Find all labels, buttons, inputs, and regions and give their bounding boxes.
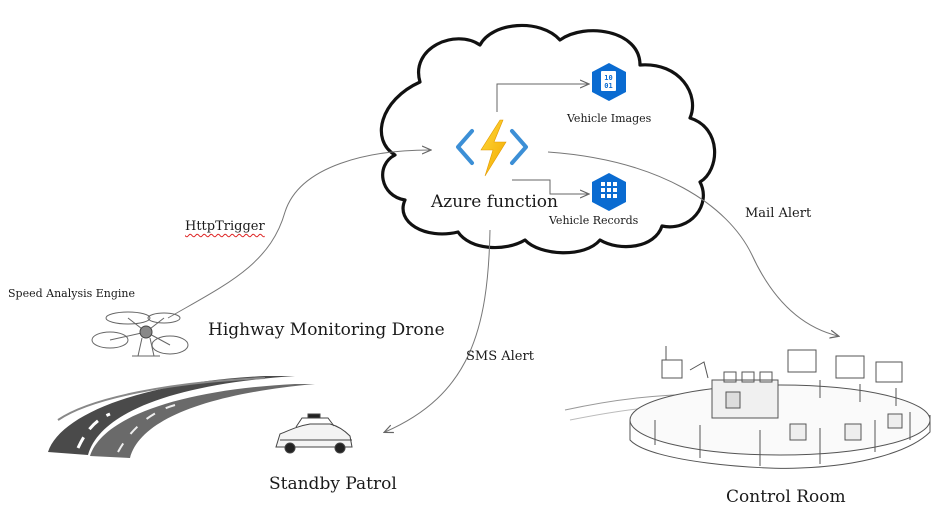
mail-alert-flow: [547, 151, 838, 336]
highway-monitoring-drone-label: Highway Monitoring Drone: [208, 320, 445, 340]
azure-function-label: Azure function: [431, 192, 558, 212]
vehicle-records-label: Vehicle Records: [549, 214, 639, 227]
http-trigger-flow: [167, 150, 430, 319]
highway-road-icon: [48, 376, 315, 458]
vehicle-images-label: Vehicle Images: [567, 112, 652, 125]
azure-function-icon: [456, 119, 528, 177]
connector-function-records: [512, 179, 588, 194]
cloud-shape: [379, 23, 717, 255]
control-room-icon: [564, 346, 931, 469]
connector-function-images: [496, 84, 588, 112]
patrol-car-icon: [275, 413, 353, 454]
sms-alert-label: SMS Alert: [466, 349, 534, 364]
mail-alert-label: Mail Alert: [745, 206, 812, 221]
speed-analysis-engine-label: Speed Analysis Engine: [8, 287, 136, 300]
control-room-label: Control Room: [726, 487, 846, 507]
table-storage-icon: [592, 173, 626, 211]
blob-storage-icon: 10 01: [592, 63, 626, 101]
sms-alert-flow: [385, 229, 491, 432]
standby-patrol-label: Standby Patrol: [269, 474, 397, 494]
http-trigger-label: HttpTrigger: [185, 219, 265, 234]
svg-text:10: 10: [604, 74, 612, 82]
svg-text:01: 01: [604, 82, 612, 90]
drone-icon: [91, 311, 189, 357]
